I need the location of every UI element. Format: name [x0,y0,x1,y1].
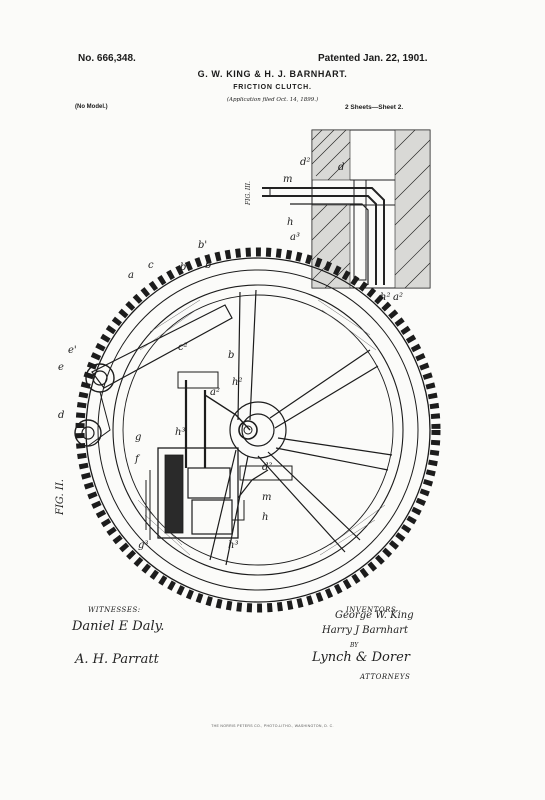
ref-e1: e' [68,345,77,356]
ref-c: c [148,260,154,271]
piston-block [187,467,231,499]
pivot-pin-lower [81,426,95,440]
figure-label-main: FIG. II. [55,479,66,515]
hub-middle [241,413,275,447]
pivot-pin-upper [92,370,108,386]
ref-b1: b' [198,240,207,251]
reference-letters: a c b² b' b e' e d c² b a² h² h³ g f g³ … [58,240,272,551]
friction-shoe [164,454,184,534]
figure-label-detail: FIG. III. [245,181,252,205]
ref-detail-5: a³ [290,232,300,243]
ref-detail-6: h² [380,292,390,303]
clutch-ring-outer [112,284,404,576]
ref-e: e [58,362,64,373]
pivot-boss-lower [74,419,102,447]
ref-a: a [128,270,134,281]
ref-d: d [58,410,64,421]
friction-mechanism [145,371,293,540]
patent-date: Patented Jan. 22, 1901. [318,53,428,64]
gear-rim-outer [85,257,431,603]
ref-h: h [262,512,268,523]
attorney-signature: Lynch & Dorer [312,650,410,665]
application-date: (Application filed Oct. 14, 1899.) [226,97,319,103]
mechanism-housing [157,447,239,539]
ref-f: f [134,454,141,465]
ref-detail-4: h [287,217,293,228]
ref-b: b [205,260,211,271]
bracket [239,465,293,481]
ref-a2: a² [210,387,220,398]
witnesses-label: WITNESSES: [88,606,141,614]
inventors-label: INVENTORS [346,606,397,614]
ref-d2: d² [262,462,272,473]
ref-detail-3: m [283,174,292,185]
gear-rim-inner [97,269,419,591]
printer-imprint: THE NORRIS PETERS CO., PHOTO-LITHO., WAS… [211,724,334,728]
patent-number: No. 666,348. [78,53,136,64]
witness-signature-2: A. H. Parratt [75,652,159,667]
inventors-line: G. W. KING & H. J. BARNHART. [197,69,348,79]
rim-shading [137,299,386,556]
ref-m: m [262,492,271,503]
ref-bl: b [228,350,234,361]
ref-detail-2: d [338,162,344,173]
hub-bore [243,425,253,435]
sheet-count: 2 Sheets—Sheet 2. [345,104,404,111]
ref-h3: h³ [175,427,185,438]
lever-arm [91,304,233,389]
ref-detail-7: a² [393,292,403,303]
witness-signature-1: Daniel E Daly. [72,619,165,634]
ref-g2: g³ [138,540,148,551]
ref-g: g [135,432,141,443]
lever-assembly [74,304,233,447]
by-label: BY [350,642,359,649]
clutch-ring-inner [122,294,394,566]
ref-h2: h² [232,377,242,388]
model-note: (No Model.) [75,104,108,110]
detail-hatching [311,129,431,289]
patent-title: FRICTION CLUTCH. [233,84,312,91]
attorneys-label: ATTORNEYS [360,673,411,681]
inventor-signature-2: Harry J Barnhart [322,625,408,636]
hub-outer [229,401,287,459]
ref-c2: c² [178,342,188,353]
gear-wheel [75,247,441,613]
inventor-signature-1: George W. King [335,610,414,621]
ref-h4: h³ [228,540,238,551]
hub-shaft [238,420,258,440]
wheel-spokes [209,289,393,566]
detail-figure [262,129,431,289]
crosshead [177,371,219,389]
ref-b2: b² [180,262,190,273]
ref-detail-1: d² [300,157,310,168]
cylinder [191,499,233,535]
gear-teeth [75,247,441,613]
